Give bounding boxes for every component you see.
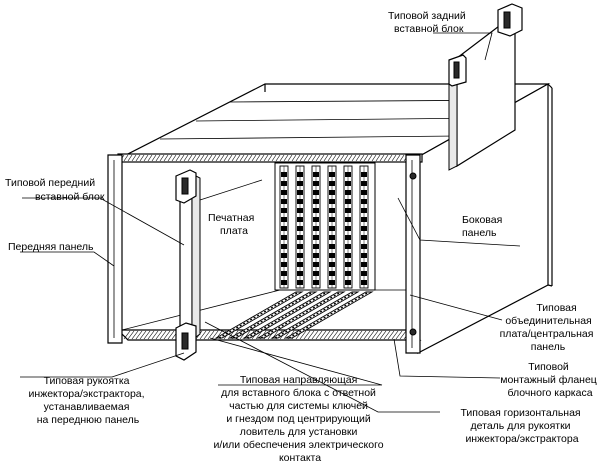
card-guides <box>214 291 374 339</box>
label-handle: Типовая рукоятка инжектора/экстрактора, … <box>29 375 148 426</box>
label-backplane: Типовая объединительная плата/центральна… <box>500 302 597 353</box>
label-guide: Типовая направляющая для вставного блока… <box>214 374 387 464</box>
front-panel-strip <box>107 154 123 344</box>
handle-bottom-latch <box>181 332 189 350</box>
label-front-unit: Типовой передний вставной блок <box>5 177 105 203</box>
label-front-panel: Передняя панель <box>8 241 94 253</box>
leader-lines <box>20 32 521 413</box>
label-mounting-flange: Типовой монтажный фланец блочного каркас… <box>500 361 600 399</box>
backplane-cards <box>274 162 376 291</box>
mounting-flange <box>405 154 421 354</box>
label-pcb: Печатная плата <box>208 212 257 237</box>
flange-hole-top <box>409 172 417 180</box>
label-horizontal-detail: Типовая горизонтальная деталь для рукоят… <box>460 407 583 445</box>
rear-plug-in-unit <box>448 3 523 171</box>
label-rear-unit: Типовой задний вставной блок <box>388 10 469 35</box>
label-side-panel: Боковая панель <box>462 214 505 239</box>
flange-hole-bottom <box>409 328 417 336</box>
handle-top-latch <box>181 177 189 195</box>
